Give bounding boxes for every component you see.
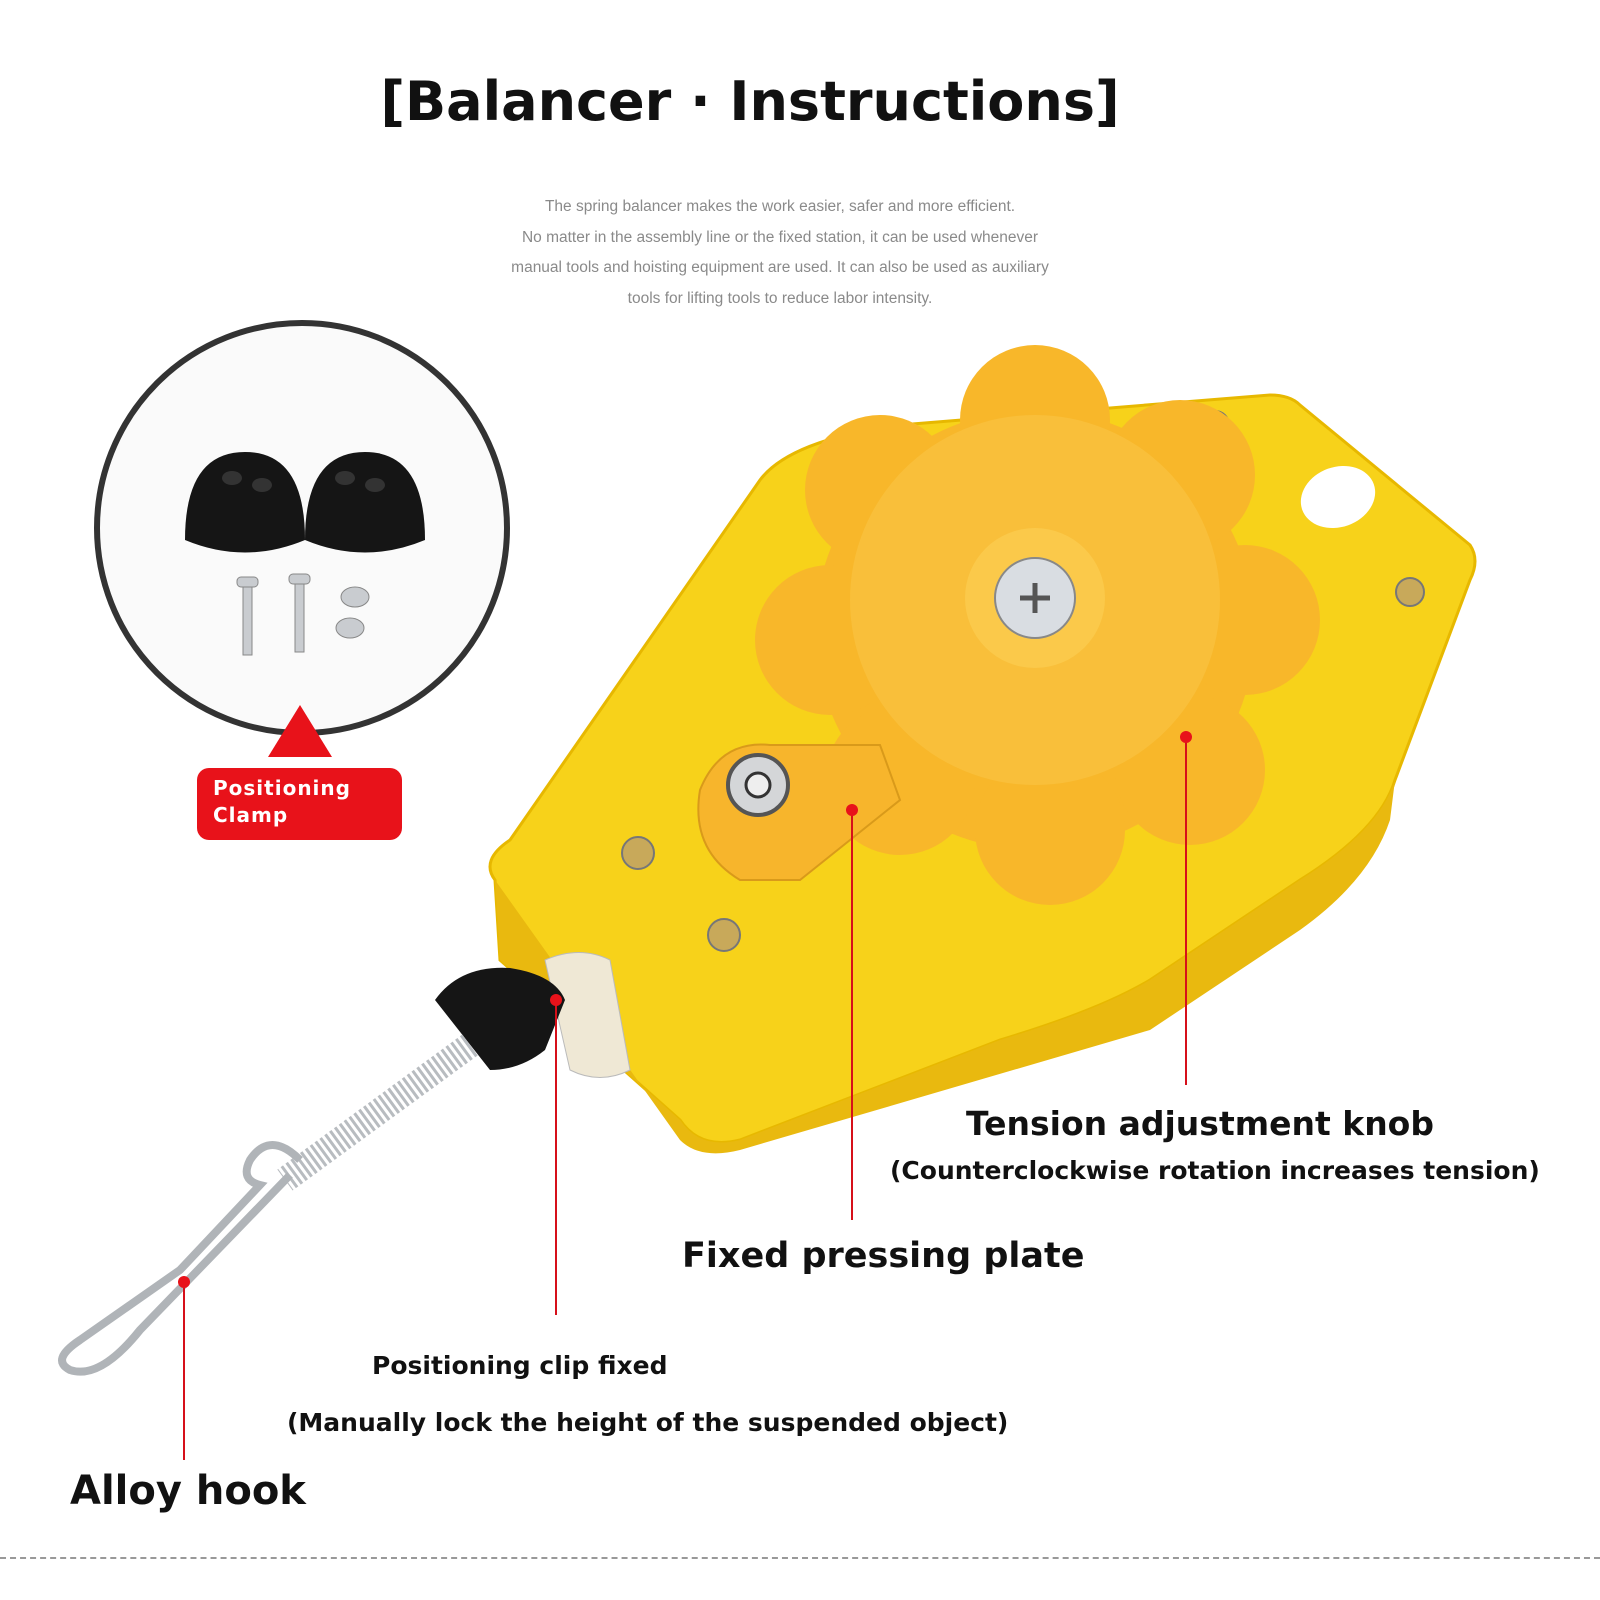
alloy-hook-icon <box>58 1141 303 1376</box>
pointer-triangle <box>268 705 332 757</box>
rubber-stop <box>435 967 565 1070</box>
callout-lines <box>183 737 1187 1460</box>
balancer-body <box>58 345 1477 1376</box>
intro-line: No matter in the assembly line or the fi… <box>521 228 1039 246</box>
positioning-clip-label: Positioning clip fixed <box>372 1351 668 1380</box>
intro-line: manual tools and hoisting equipment are … <box>511 259 1049 276</box>
intro-line: tools for lifting tools to reduce labor … <box>627 289 933 307</box>
cable-guide <box>544 952 631 1078</box>
screw-icon <box>236 573 370 656</box>
badge-line: Clamp <box>213 803 289 827</box>
mounting-hole <box>1300 465 1376 529</box>
tension-knob-note: (Counterclockwise rotation increases ten… <box>890 1156 1540 1185</box>
inset-circle <box>94 320 510 736</box>
tension-knob-label: Tension adjustment knob <box>966 1104 1434 1143</box>
alloy-hook-label: Alloy hook <box>70 1468 306 1514</box>
page-title: [Balancer · Instructions] <box>380 70 1120 133</box>
rubber-stopper-icon <box>185 452 425 553</box>
positioning-clamp-badge: Positioning Clamp <box>197 768 402 840</box>
pressing-plate <box>697 743 902 881</box>
callout-dots <box>178 731 1192 1288</box>
pressing-plate-label: Fixed pressing plate <box>682 1236 1085 1276</box>
intro-line: The spring balancer makes the work easie… <box>544 198 1016 215</box>
intro-text: The spring balancer makes the work easie… <box>400 192 1160 314</box>
positioning-clip-note: (Manually lock the height of the suspend… <box>287 1408 1009 1437</box>
badge-line: Positioning <box>213 776 351 800</box>
divider <box>0 1557 1600 1559</box>
spring <box>277 1034 478 1191</box>
tension-knob <box>755 345 1320 905</box>
